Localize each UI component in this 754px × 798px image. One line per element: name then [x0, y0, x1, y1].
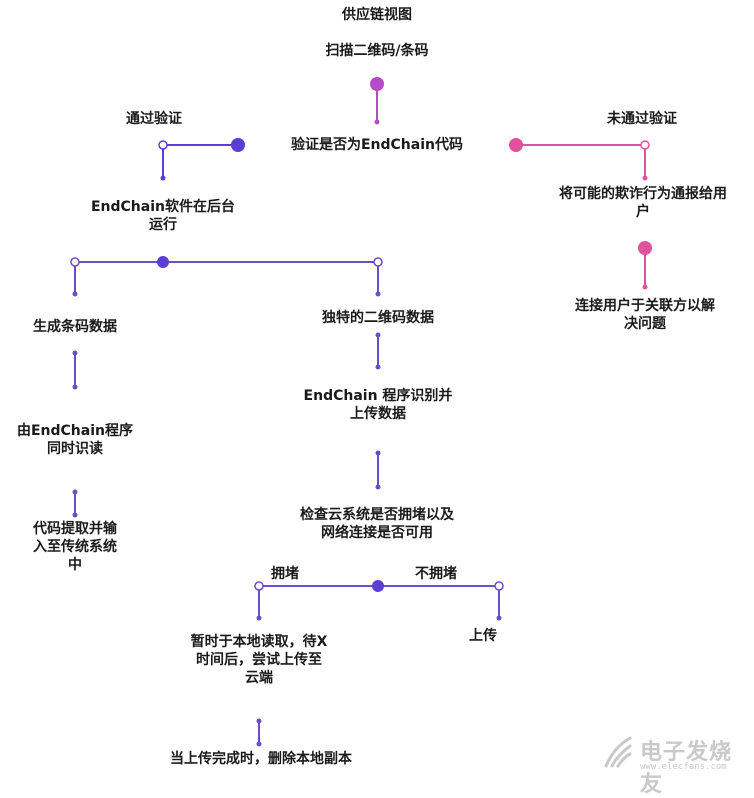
connector-report-connect — [638, 241, 652, 290]
node-recognize-upload: EndChain 程序识别并 上传数据 — [303, 388, 453, 422]
node-barcode-data: 生成条码数据 — [33, 319, 117, 335]
label-not-congested: 不拥堵 — [415, 566, 457, 582]
connector-mid-1 — [375, 332, 381, 370]
node-failed: 未通过验证 — [607, 111, 677, 127]
connector-left-2 — [72, 489, 78, 518]
label-congested: 拥堵 — [271, 566, 299, 582]
node-extract-input: 代码提取并输 入至传统系统 中 — [33, 521, 117, 573]
connector-split-2 — [254, 580, 504, 621]
connector-failed — [509, 138, 650, 181]
node-connect-user: 连接用户于关联方以解 决问题 — [575, 298, 715, 332]
connector-scan-verify — [370, 77, 384, 125]
connector-mid-2 — [375, 450, 381, 490]
node-report-fraud: 将可能的欺诈行为通报给用 户 — [559, 186, 727, 220]
diagram-title: 供应链视图 — [342, 7, 412, 23]
node-check-cloud: 检查云系统是否拥堵以及 网络连接是否可用 — [300, 507, 454, 541]
node-unique-qr: 独特的二维码数据 — [322, 310, 434, 326]
node-read-by-endchain: 由EndChain程序 同时识读 — [16, 423, 133, 457]
connector-split-1 — [70, 256, 383, 297]
connector-bottom — [256, 718, 262, 747]
supply-chain-diagram — [70, 77, 652, 747]
node-endchain-background: EndChain软件在后台 运行 — [90, 199, 235, 233]
node-upload: 上传 — [469, 628, 497, 644]
watermark-url: www.elecfans.com — [640, 762, 727, 772]
connector-left-1 — [72, 350, 78, 390]
connector-passed — [158, 138, 245, 181]
node-passed: 通过验证 — [126, 111, 182, 127]
node-scan: 扫描二维码/条码 — [325, 43, 429, 59]
node-verify: 验证是否为EndChain代码 — [290, 137, 463, 153]
node-delete-local: 当上传完成时，删除本地副本 — [170, 751, 352, 767]
watermark-logo-icon — [604, 736, 632, 768]
watermark: 电子发烧友 www.elecfans.com — [600, 728, 750, 797]
node-local-read: 暂时于本地读取，待X 时间后，尝试上传至 云端 — [190, 634, 328, 686]
